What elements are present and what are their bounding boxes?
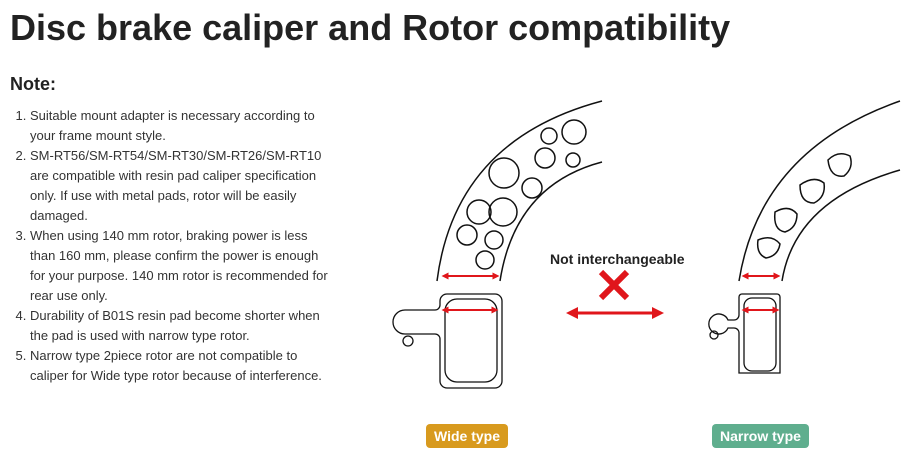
notes-list: Suitable mount adapter is necessary acco…	[0, 106, 330, 386]
note-item: SM-RT56/SM-RT54/SM-RT30/SM-RT26/SM-RT10 …	[30, 146, 330, 226]
note-heading: Note:	[10, 74, 56, 94]
note-item: Narrow type 2piece rotor are not compati…	[30, 346, 330, 386]
note-item: Durability of B01S resin pad become shor…	[30, 306, 330, 346]
narrow-rotor	[738, 100, 901, 282]
not-interchangeable-label: Not interchangeable	[550, 251, 685, 267]
note-item: When using 140 mm rotor, braking power i…	[30, 226, 330, 306]
note-item: Suitable mount adapter is necessary acco…	[30, 106, 330, 146]
narrow-type-badge: Narrow type	[712, 424, 809, 448]
wide-rotor	[436, 100, 603, 282]
narrow-pad	[708, 293, 781, 374]
wide-pad	[392, 293, 503, 389]
not-interchangeable-x-icon	[598, 269, 630, 301]
wide-type-badge: Wide type	[426, 424, 508, 448]
page-title: Disc brake caliper and Rotor compatibili…	[10, 7, 731, 48]
